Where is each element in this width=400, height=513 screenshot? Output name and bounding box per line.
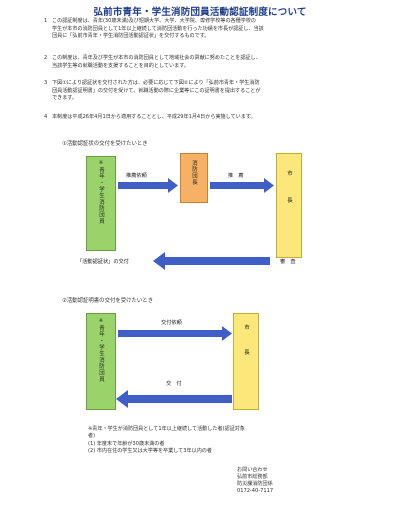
paragraph-number: 1 [44, 18, 48, 24]
contact-phone: 0172-40-7117 [237, 488, 274, 494]
arrow3-label: 交付依頼 [161, 320, 182, 326]
mayor-box: 市長 [276, 153, 302, 258]
paragraph-line: この制度は、青年及び学生が本市の消防団員として地域社会の貢献に努めたことを認証し… [52, 55, 261, 61]
member-mark: ※ [98, 318, 104, 325]
chief-box: 消防団長 [180, 153, 208, 203]
paragraph-1: 1 この認証制度は、青年(30歳未満)及び短期大学、大学、大学院、専修学校等の各… [44, 18, 352, 41]
paragraph-line: 本制度は平成26年4月1日から適用することとし、平成29年1月4日から実施してい… [52, 114, 256, 120]
mayor-box-label: 市長 [286, 170, 292, 225]
member-mark: ※ [98, 160, 104, 167]
mayor-box-2: 市長 [233, 313, 259, 410]
result-label: 「活動認証状」の交付 [77, 259, 129, 265]
paragraph-line: できます。 [52, 95, 77, 102]
diagram2-heading: ②活動認証明書の交付を受けたいとき [62, 298, 154, 304]
contact-department: 弘前市総務部 [237, 474, 268, 480]
mayor-box-2-label: 市長 [243, 324, 249, 375]
paragraph-line: 団員活動認証明書」の交付を受けて、就職活動の際に企業等にこの証明書を提出すること… [52, 87, 261, 94]
paragraph-4: 4 本制度は平成26年4月1日から適用することとし、平成29年1月4日から実施し… [44, 114, 352, 122]
note-line: (1) 年度末で年齢が30歳未満の者 [88, 440, 165, 447]
arrow4-label: 交 付 [166, 381, 182, 387]
contact-block: お問い合わせ 弘前市総務部 防災課消防団係 0172-40-7117 [237, 467, 273, 495]
arrow-left-icon [116, 390, 232, 408]
paragraph-line: 当該学生等の就職活動を支援することを目的としています。 [52, 62, 189, 69]
paragraph-2: 2 この制度は、青年及び学生が本市の消防団員として地域社会の貢献に努めたことを認… [44, 55, 352, 70]
arrow-left-icon [153, 252, 270, 270]
paragraph-line: 下図①により認証状を交付された方は、必要に応じて下図②により「弘前市青年・学生消… [52, 80, 260, 86]
review-label: 審 査 [280, 259, 296, 265]
eligibility-note: ※青年・学生が消防団員として1年以上継続して活動した者(認証対象 者) (1) … [88, 426, 348, 456]
arrow-right-icon [118, 178, 178, 193]
member-box-2-label: 青年・学生消防団員 [98, 325, 104, 383]
paragraph-number: 3 [44, 80, 48, 86]
chief-box-label: 消防団長 [191, 160, 197, 186]
paragraph-3: 3 下図①により認証状を交付された方は、必要に応じて下図②により「弘前市青年・学… [44, 80, 352, 103]
paragraph-number: 2 [44, 55, 48, 61]
diagram1-heading: ①活動認証状の交付を受けたいとき [62, 141, 148, 147]
paragraph-line: この認証制度は、青年(30歳未満)及び短期大学、大学、大学院、専修学校等の各種学… [52, 18, 257, 24]
note-line: (2) 市内在住の学生又は大学等を卒業して3年以内の者 [88, 448, 212, 455]
note-line: ※青年・学生が消防団員として1年以上継続して活動した者(認証対象 [88, 426, 245, 432]
paragraph-number: 4 [44, 114, 48, 120]
arrow2-label: 推 薦 [228, 173, 244, 179]
paragraph-line: 学生が本市の消防団員として1年以上継続して消防団活動を行った功績を市長が認証し、… [52, 25, 264, 32]
contact-heading: お問い合わせ [237, 467, 268, 473]
arrow-right-icon [210, 178, 274, 193]
member-box-2: ※ 青年・学生消防団員 [86, 313, 116, 410]
arrow1-label: 推薦依頼 [126, 173, 147, 179]
member-box-label: 青年・学生消防団員 [98, 167, 104, 225]
paragraph-line: 団員に「弘前市青年・学生消防団活動認証状」を交付するものです。 [52, 33, 210, 40]
contact-section: 防災課消防団係 [237, 481, 273, 487]
page-title: 弘前市青年・学生消防団員活動認証制度について [93, 7, 307, 18]
arrow-right-icon [118, 326, 232, 341]
note-line: 者) [88, 433, 96, 440]
member-box: ※ 青年・学生消防団員 [86, 156, 116, 251]
